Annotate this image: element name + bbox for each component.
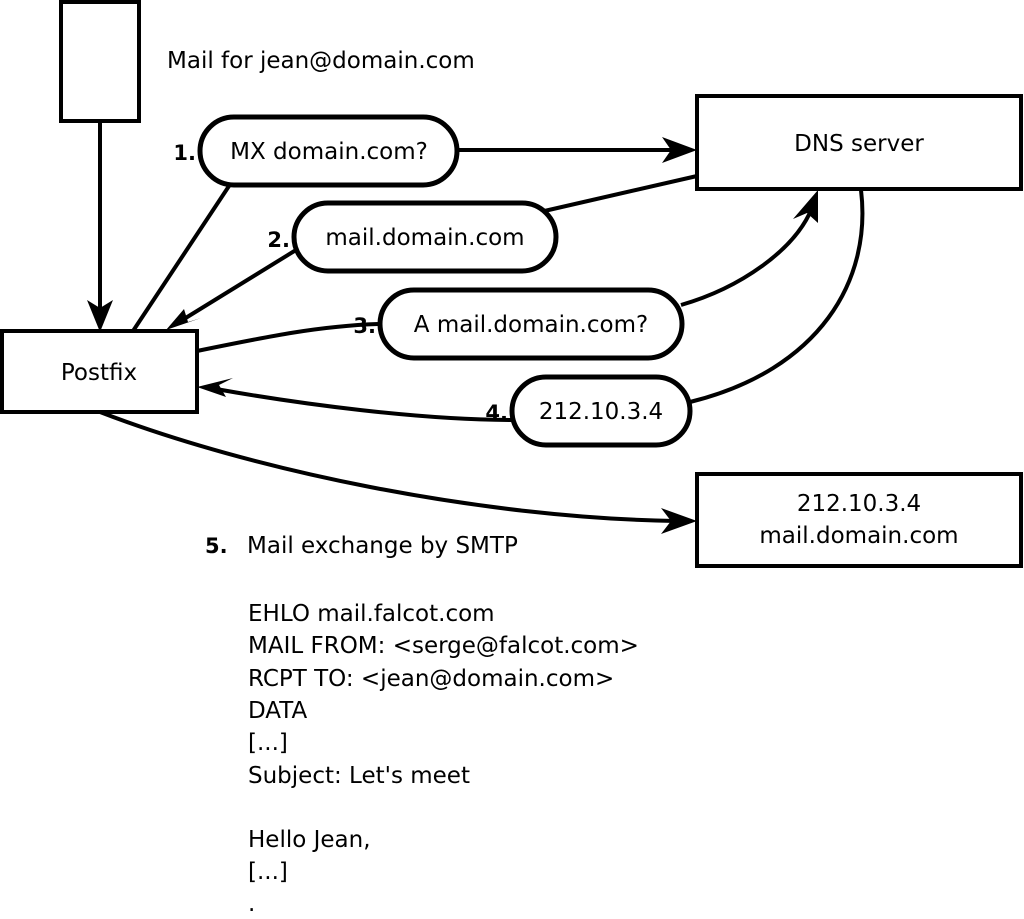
mail-for-caption: Mail for jean@domain.com: [167, 48, 475, 74]
target-mail-server-box: [695, 472, 1023, 568]
smtp-line: MAIL FROM: <serge@falcot.com>: [248, 633, 639, 659]
link-step2-to-postfix: [182, 248, 298, 321]
smtp-line: .: [248, 891, 255, 917]
target-host-label: mail.domain.com: [759, 523, 958, 549]
step3-number: 3.: [353, 314, 376, 338]
step5-number: 5.: [205, 534, 228, 558]
link-postfix-to-step1: [131, 184, 231, 333]
arrowhead-step1-to-dns: [662, 137, 697, 163]
arrowhead-step4-to-postfix: [197, 378, 233, 397]
arrowhead-step3-to-dns: [793, 190, 818, 223]
smtp-transcript: EHLO mail.falcot.com MAIL FROM: <serge@f…: [248, 601, 639, 917]
link-step4-to-postfix: [215, 387, 514, 422]
smtp-line: EHLO mail.falcot.com: [248, 601, 495, 627]
step5-label: Mail exchange by SMTP: [247, 533, 518, 559]
arrowhead-postfix-to-target: [661, 508, 697, 534]
link-postfix-to-step3: [196, 322, 379, 353]
step3-bubble: [377, 287, 685, 361]
target-ip-label: 212.10.3.4: [797, 491, 921, 517]
postfix-label: Postfix: [61, 360, 137, 386]
step1-label: MX domain.com?: [230, 139, 428, 165]
smtp-line: DATA: [248, 698, 308, 724]
dns-server-box: [695, 94, 1023, 191]
link-step3-to-dns: [680, 207, 814, 307]
step1-bubble: [197, 114, 460, 188]
postfix-box: [0, 329, 199, 414]
smtp-line: [...]: [248, 730, 288, 756]
step3-label: A mail.domain.com?: [414, 312, 648, 338]
smtp-line: Hello Jean,: [248, 827, 371, 853]
link-dns-to-step2: [539, 174, 698, 214]
step2-label: mail.domain.com: [325, 225, 524, 251]
arrowhead-sender-to-postfix: [87, 300, 113, 332]
step4-number: 4.: [485, 401, 508, 425]
arrowhead-step2-to-postfix: [166, 309, 201, 330]
step2-bubble: [291, 200, 559, 274]
step4-label: 212.10.3.4: [539, 399, 663, 425]
smtp-line: Subject: Let's meet: [248, 763, 470, 789]
dns-server-label: DNS server: [794, 131, 924, 157]
link-dns-to-step4: [689, 189, 865, 404]
smtp-line: RCPT TO: <jean@domain.com>: [248, 666, 614, 692]
link-postfix-to-target: [99, 410, 677, 523]
step1-number: 1.: [173, 141, 196, 165]
step2-number: 2.: [267, 228, 290, 252]
sender-box: [59, 0, 141, 123]
step4-bubble: [509, 374, 693, 448]
smtp-line: [...]: [248, 859, 288, 885]
